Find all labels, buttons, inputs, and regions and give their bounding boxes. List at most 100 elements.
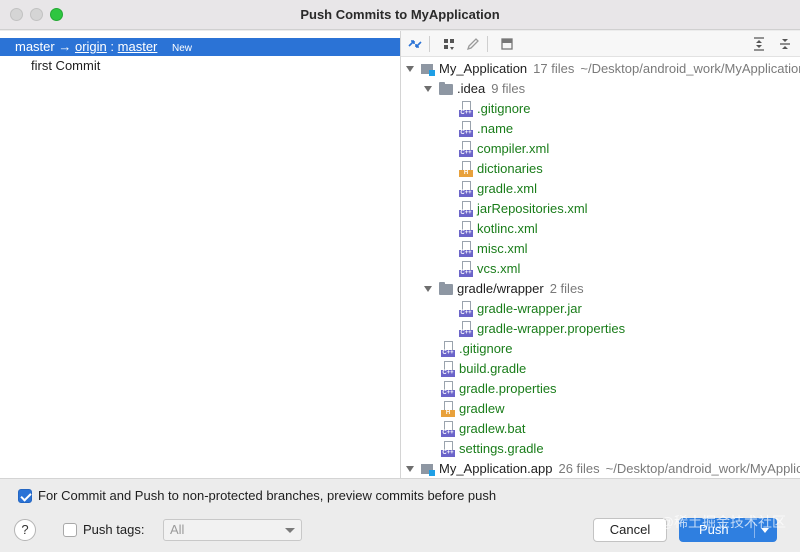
file-name: dictionaries	[477, 161, 543, 176]
help-button[interactable]: ?	[14, 519, 36, 541]
tree-file[interactable]: C++ build.gradle	[441, 359, 526, 379]
file-icon: C++	[459, 321, 473, 337]
file-icon: C++	[441, 361, 455, 377]
header-file-icon: H	[459, 161, 473, 177]
dialog-footer: For Commit and Push to non-protected bra…	[0, 478, 800, 552]
commit-message-icon[interactable]	[497, 34, 517, 54]
chevron-down-icon[interactable]	[423, 84, 433, 94]
remote-branch-link[interactable]: master	[117, 39, 158, 54]
tree-file[interactable]: C++gradlew.bat	[441, 419, 526, 439]
pane-divider[interactable]	[400, 31, 401, 478]
file-name: gradle.xml	[477, 181, 537, 196]
chevron-down-icon[interactable]	[405, 464, 415, 474]
file-name: settings.gradle	[459, 441, 544, 456]
tree-file[interactable]: C++kotlinc.xml	[459, 219, 538, 239]
file-name: jarRepositories.xml	[477, 201, 588, 216]
preview-commits-label[interactable]: For Commit and Push to non-protected bra…	[38, 488, 497, 503]
tree-node-gradle-wrapper[interactable]: gradle/wrapper 2 files	[423, 279, 584, 299]
preview-commits-checkbox[interactable]	[18, 489, 32, 503]
file-name: kotlinc.xml	[477, 221, 538, 236]
tree-file[interactable]: C++ .name	[459, 119, 513, 139]
push-tags-value: All	[170, 522, 185, 537]
push-dropdown-icon[interactable]	[761, 528, 769, 533]
window-title: Push Commits to MyApplication	[300, 7, 500, 22]
file-icon: C++	[459, 201, 473, 217]
header-file-icon: H	[441, 401, 455, 417]
tree-file[interactable]: C++ settings.gradle	[441, 439, 544, 459]
app-name: My_Application.app	[439, 461, 553, 476]
push-button[interactable]: Push	[679, 518, 777, 542]
tree-file[interactable]: C++ gradle.properties	[441, 379, 557, 399]
minimize-window-button[interactable]	[30, 8, 43, 21]
tree-file[interactable]: C++misc.xml	[459, 239, 528, 259]
tree-node-app[interactable]: My_Application.app 26 files ~/Desktop/an…	[405, 459, 800, 478]
file-icon: C++	[459, 261, 473, 277]
file-icon: C++	[441, 441, 455, 457]
commit-item[interactable]: first Commit	[31, 58, 101, 73]
tree-file[interactable]: C++.gitignore	[459, 99, 530, 119]
folder-icon	[439, 281, 453, 295]
edit-icon[interactable]	[463, 34, 483, 54]
folder-name: .idea	[457, 81, 486, 96]
close-window-button[interactable]	[10, 8, 23, 21]
folder-count: 9 files	[491, 81, 526, 96]
file-name: gradlew.bat	[459, 421, 526, 436]
toolbar-separator	[429, 36, 430, 52]
module-icon	[421, 63, 435, 76]
cancel-button[interactable]: Cancel	[593, 518, 667, 542]
expand-all-icon[interactable]	[749, 34, 769, 54]
app-path: ~/Desktop/android_work/MyApplication/app	[605, 461, 800, 476]
chevron-down-icon[interactable]	[423, 284, 433, 294]
file-icon: C++	[459, 181, 473, 197]
tree-file[interactable]: C++vcs.xml	[459, 259, 520, 279]
file-name: .name	[477, 121, 514, 136]
push-tags-label[interactable]: Push tags:	[83, 522, 145, 537]
collapse-all-icon[interactable]	[775, 34, 795, 54]
file-name: gradle.properties	[459, 381, 557, 396]
file-icon: C++	[459, 121, 473, 137]
tree-node-root[interactable]: My_Application 17 files ~/Desktop/androi…	[405, 59, 800, 79]
changes-pane: My_Application 17 files ~/Desktop/androi…	[401, 31, 800, 478]
folder-count: 2 files	[549, 281, 584, 296]
file-name: build.gradle	[459, 361, 527, 376]
file-icon: C++	[459, 101, 473, 117]
file-icon: C++	[441, 341, 455, 357]
expand-pin-icon[interactable]	[405, 34, 425, 54]
folder-name: gradle/wrapper	[457, 281, 544, 296]
group-by-icon[interactable]	[439, 34, 459, 54]
file-icon: C++	[459, 141, 473, 157]
file-name: gradlew	[459, 401, 505, 416]
tree-file[interactable]: C++ gradle-wrapper.properties	[459, 319, 625, 339]
branch-row[interactable]: master → origin : master New	[0, 38, 400, 56]
remote-separator: :	[110, 39, 115, 54]
tree-file[interactable]: C++ jarRepositories.xml	[459, 199, 588, 219]
remote-link[interactable]: origin	[74, 39, 107, 54]
watermark: @稀土掘金技术社区	[659, 514, 786, 530]
push-tags-select[interactable]: All	[163, 519, 302, 541]
folder-icon	[439, 81, 453, 95]
file-icon: C++	[459, 301, 473, 317]
tree-file[interactable]: C++ compiler.xml	[459, 139, 549, 159]
file-icon: C++	[441, 381, 455, 397]
file-name: compiler.xml	[477, 141, 550, 156]
push-split-divider	[754, 522, 755, 538]
file-name: gradle-wrapper.jar	[477, 301, 582, 316]
file-name: gradle-wrapper.properties	[477, 321, 626, 336]
file-name: misc.xml	[477, 241, 528, 256]
tree-node-idea[interactable]: .idea 9 files	[423, 79, 525, 99]
root-count: 17 files	[533, 61, 575, 76]
file-name: .gitignore	[459, 341, 513, 356]
title-bar: Push Commits to MyApplication	[0, 0, 800, 30]
toolbar-separator	[487, 36, 488, 52]
tree-file[interactable]: C++ gradle-wrapper.jar	[459, 299, 582, 319]
chevron-down-icon[interactable]	[405, 64, 415, 74]
tree-file[interactable]: C++ .gitignore	[441, 339, 512, 359]
push-tags-checkbox[interactable]	[63, 523, 77, 537]
app-count: 26 files	[558, 461, 600, 476]
tree-file[interactable]: C++ gradle.xml	[459, 179, 537, 199]
root-name: My_Application	[439, 61, 528, 76]
maximize-window-button[interactable]	[50, 8, 63, 21]
